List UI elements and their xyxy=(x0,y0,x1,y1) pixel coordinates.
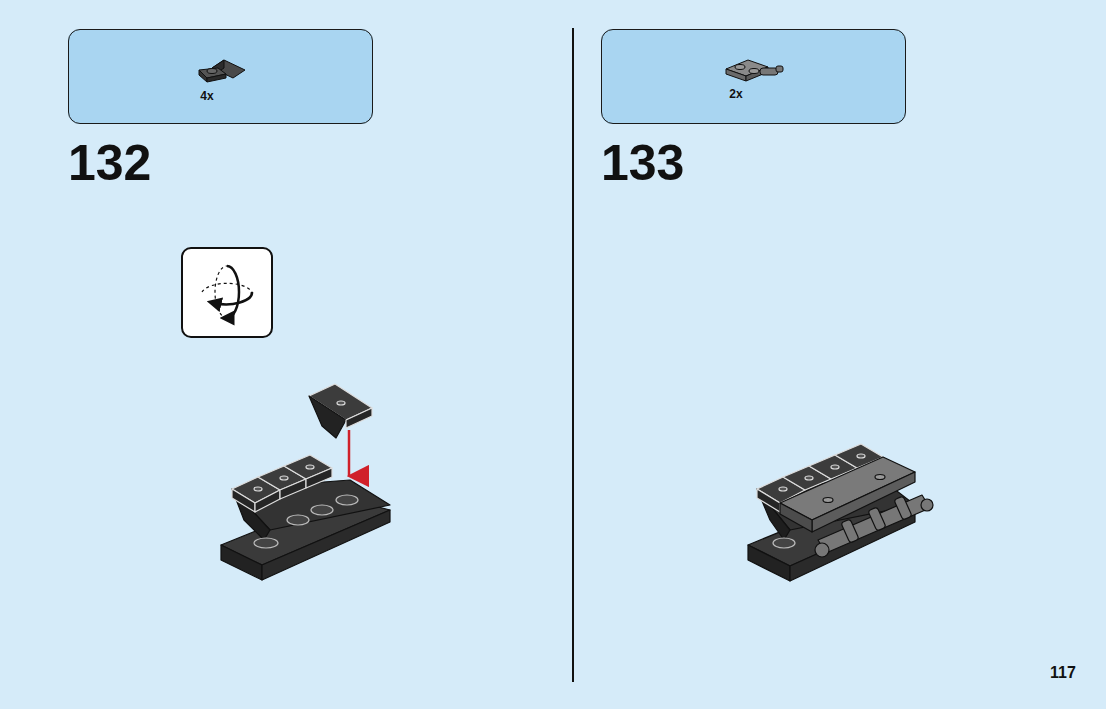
clip-plate-part xyxy=(726,60,783,81)
parts-callout: 4x xyxy=(68,29,373,124)
page-number: 117 xyxy=(1050,664,1076,682)
part-quantity: 4x xyxy=(200,89,213,103)
assembly-step-132 xyxy=(221,384,390,580)
assembly-step-133 xyxy=(748,444,933,581)
rotate-symbol xyxy=(182,248,272,337)
step-number: 133 xyxy=(601,134,684,192)
part-quantity: 2x xyxy=(729,87,742,101)
step-number: 132 xyxy=(68,134,151,192)
parts-callout: 2x xyxy=(601,29,906,124)
wedge-plate-part xyxy=(199,60,245,82)
callout-fill xyxy=(68,29,373,124)
callout-fill xyxy=(601,29,906,124)
page-divider xyxy=(572,28,574,682)
